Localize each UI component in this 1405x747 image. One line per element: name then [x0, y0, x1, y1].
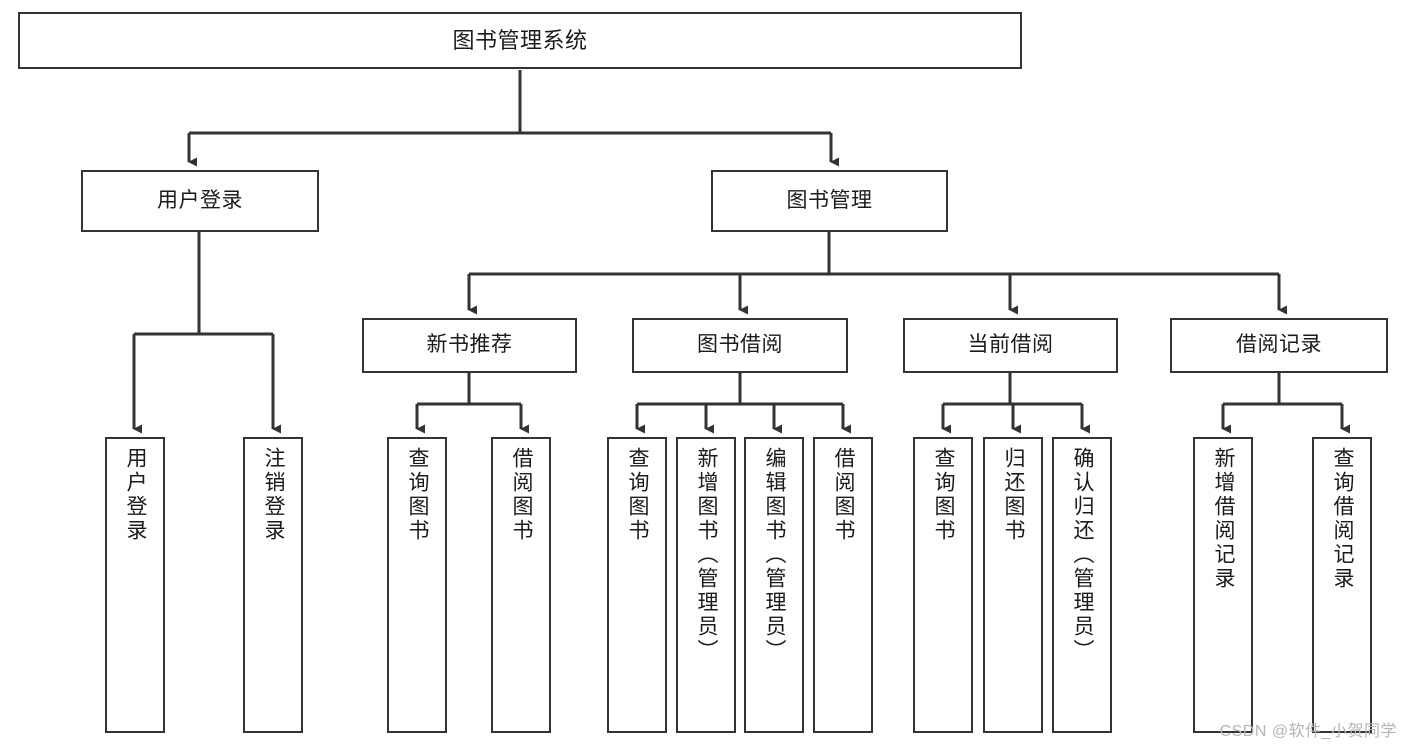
node-current-borrow[interactable]: 当前借阅 [903, 318, 1118, 373]
node-label: 注销登录 [262, 447, 286, 543]
node-label: 用户登录 [124, 447, 148, 543]
node-label: 归还图书 [1002, 447, 1026, 543]
node-label: 查询图书 [626, 447, 650, 543]
node-borrow-record[interactable]: 借阅记录 [1170, 318, 1388, 373]
node-book-borrow[interactable]: 图书借阅 [632, 318, 848, 373]
leaf-current-borrow-return-book[interactable]: 归还图书 [983, 437, 1043, 733]
leaf-book-borrow-borrow-book[interactable]: 借阅图书 [813, 437, 873, 733]
node-book-management[interactable]: 图书管理 [711, 170, 948, 232]
node-label: 查询图书 [406, 447, 430, 543]
node-label: 图书借阅 [697, 333, 783, 357]
node-label: 图书管理 [786, 188, 873, 212]
node-label: 确认归还（管理员） [1071, 447, 1095, 663]
node-label: 借阅图书 [510, 447, 534, 543]
node-label: 借阅图书 [832, 447, 856, 543]
node-label: 图书管理系统 [452, 27, 588, 53]
leaf-book-borrow-edit-book-admin[interactable]: 编辑图书（管理员） [744, 437, 804, 733]
node-root-book-management-system[interactable]: 图书管理系统 [18, 12, 1022, 69]
node-label: 新增借阅记录 [1212, 447, 1236, 591]
leaf-current-borrow-query-book[interactable]: 查询图书 [913, 437, 973, 733]
node-label: 查询借阅记录 [1331, 447, 1355, 591]
node-new-book-recommend[interactable]: 新书推荐 [362, 318, 577, 373]
leaf-user-login-login[interactable]: 用户登录 [105, 437, 165, 733]
node-label: 新书推荐 [426, 333, 513, 357]
node-label: 借阅记录 [1236, 333, 1322, 357]
node-label: 查询图书 [932, 447, 956, 543]
leaf-new-book-query-book[interactable]: 查询图书 [387, 437, 447, 733]
leaf-user-login-logout[interactable]: 注销登录 [243, 437, 303, 733]
node-label: 编辑图书（管理员） [763, 447, 787, 663]
leaf-current-borrow-confirm-return-admin[interactable]: 确认归还（管理员） [1052, 437, 1112, 733]
leaf-book-borrow-query-book[interactable]: 查询图书 [607, 437, 667, 733]
leaf-borrow-record-add-record[interactable]: 新增借阅记录 [1193, 437, 1253, 733]
leaf-new-book-borrow-book[interactable]: 借阅图书 [491, 437, 551, 733]
node-label: 新增图书（管理员） [695, 447, 719, 663]
csdn-watermark: CSDN @软件_小贺同学 [1219, 723, 1397, 740]
leaf-borrow-record-query-record[interactable]: 查询借阅记录 [1312, 437, 1372, 733]
leaf-book-borrow-add-book-admin[interactable]: 新增图书（管理员） [676, 437, 736, 733]
node-label: 当前借阅 [967, 333, 1054, 357]
node-label: 用户登录 [157, 188, 243, 212]
node-user-login[interactable]: 用户登录 [81, 170, 319, 232]
